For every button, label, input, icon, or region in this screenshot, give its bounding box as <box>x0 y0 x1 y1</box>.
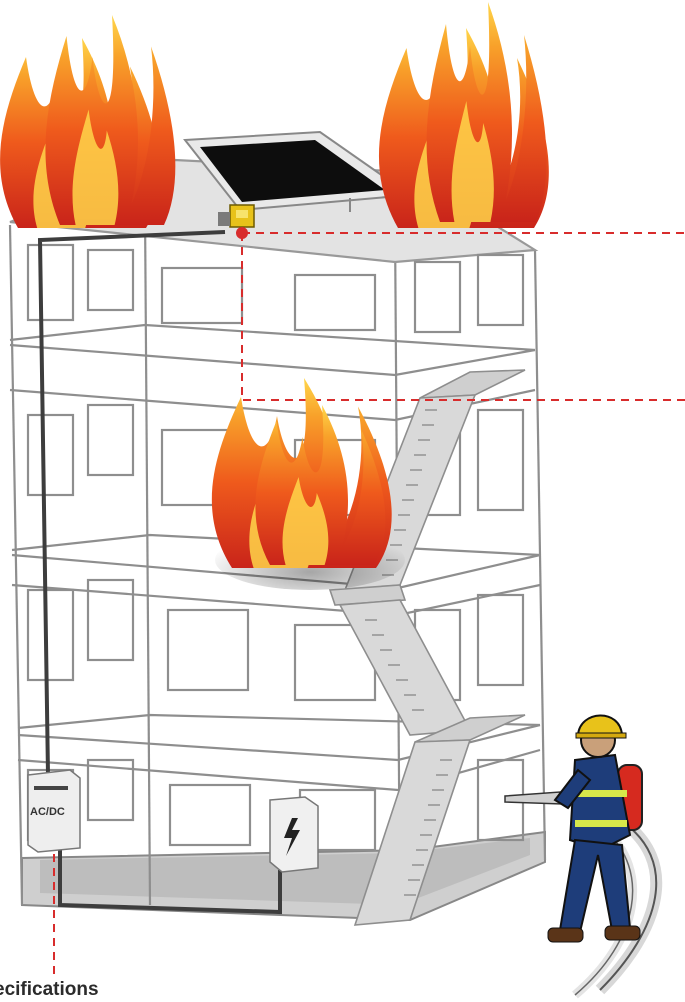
lightning-bolt-icon <box>284 818 300 856</box>
cable-conduit <box>37 230 282 915</box>
roof-callout-dot <box>236 227 248 239</box>
specifications-label[interactable]: ecifications <box>0 979 99 1000</box>
electrical-cabinet <box>269 796 319 873</box>
callout-lines <box>53 232 685 978</box>
acdc-box-label: AC/DC <box>30 806 65 818</box>
flame-icon-top-right-2 <box>426 1 547 222</box>
firefighter-figure <box>504 714 663 999</box>
acdc-control-box <box>27 769 81 853</box>
roof-control-device <box>218 204 255 228</box>
flame-icon-top-left-2 <box>45 15 176 225</box>
solar-panel <box>183 130 413 218</box>
